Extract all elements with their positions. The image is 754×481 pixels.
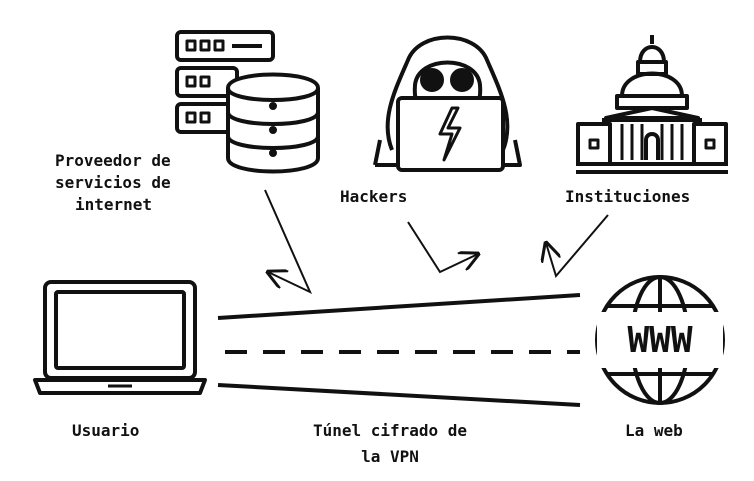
tunnel-label-line: la VPN (361, 447, 419, 466)
server-database-icon (175, 30, 320, 174)
tunnel-top-line (217, 293, 581, 320)
isp-label: Proveedor de servicios de internet (55, 150, 171, 216)
tunnel-bottom-line (217, 383, 581, 407)
institutions-arrow (546, 214, 609, 279)
web-label: La web (625, 421, 683, 440)
tunnel-label: Túnel cifrado de la VPN (270, 420, 510, 468)
hackers-label: Hackers (340, 187, 408, 206)
isp-label-line: Proveedor de (55, 151, 171, 170)
isp-label-line: servicios de (55, 173, 171, 192)
laptop-icon (33, 280, 207, 395)
institutions-label: Instituciones (565, 187, 691, 206)
isp-arrow (265, 189, 313, 295)
globe-www-icon (595, 275, 725, 405)
hackers-arrow (407, 221, 478, 274)
globe-www-text: WWW (627, 320, 692, 361)
isp-label-line: internet (75, 195, 153, 214)
capitol-building-icon (576, 35, 728, 174)
tunnel-label-line: Túnel cifrado de (312, 421, 468, 440)
hacker-icon (373, 35, 522, 172)
user-label: Usuario (72, 421, 140, 440)
